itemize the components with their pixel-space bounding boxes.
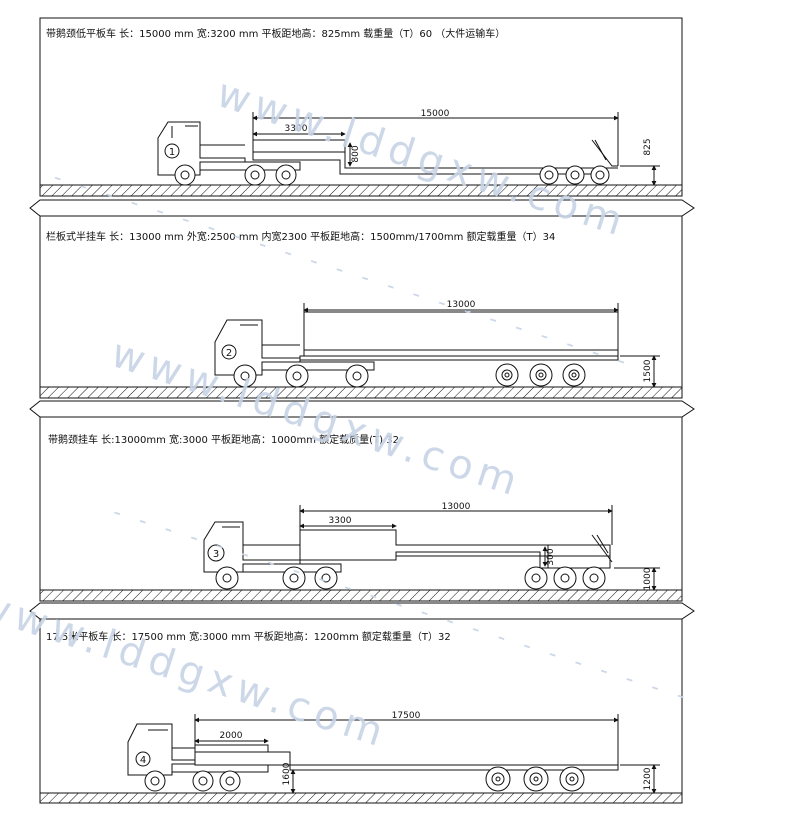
vehicle-number-badge (135, 751, 151, 767)
stake-trailer (299, 311, 619, 387)
panel-2: 栏板式半挂车 长：13000 mm 外宽:2500 mm 内宽2300 平板距地… (29, 215, 695, 418)
dim-neck-length: 2000 (220, 731, 243, 741)
ground-hatch (39, 386, 683, 399)
ground-hatch (39, 184, 683, 197)
vehicle-number: 4 (140, 755, 146, 766)
vehicle-number: 1 (169, 147, 175, 158)
gooseneck-trailer (299, 529, 613, 590)
tractor: 2 (214, 319, 375, 388)
vehicle-number-badge (164, 143, 180, 159)
tractor: 1 (157, 121, 301, 186)
dimensions: 17500 2000 1600 1200 (194, 711, 660, 794)
dim-deck-height: 825 (643, 138, 653, 155)
dim-total-length: 15000 (421, 109, 450, 119)
dim-deck-height: 1000 (643, 567, 653, 590)
ground-hatch (39, 792, 683, 804)
panel-1: 带鹅颈低平板车 长：15000 mm 宽:3200 mm 平板距地高：825mm… (29, 17, 695, 217)
tractor: 3 (203, 521, 342, 590)
dimensions: 13000 3300 300 1000 (299, 502, 660, 591)
panel-caption: 带鹅颈低平板车 长：15000 mm 宽:3200 mm 平板距地高：825mm… (46, 27, 505, 40)
dim-neck-length: 3300 (285, 124, 308, 134)
flatbed-trailer (194, 744, 619, 792)
dim-neck-length: 3300 (329, 516, 352, 526)
vehicle-number-badge (207, 544, 225, 562)
dim-total-length: 17500 (392, 711, 421, 721)
vehicle-number: 2 (226, 348, 232, 359)
dimensions: 13000 1500 (303, 300, 660, 388)
lowboy-trailer (252, 139, 618, 185)
watermark: www.lddgxw.com www.lddgxw.com www.lddgxw… (0, 70, 694, 757)
panel-caption: 栏板式半挂车 长：13000 mm 外宽:2500 mm 内宽2300 平板距地… (46, 230, 555, 243)
vehicle-number-badge (221, 344, 237, 360)
vehicle-number: 3 (213, 549, 219, 560)
dim-step-height: 300 (546, 548, 556, 565)
panel-caption: 17.5米平板车 长：17500 mm 宽:3000 mm 平板距地高：1200… (46, 630, 451, 643)
ground-hatch (39, 589, 683, 602)
dim-step-height: 1600 (282, 762, 292, 785)
panel-4: 17.5米平板车 长：17500 mm 宽:3000 mm 平板距地高：1200… (39, 618, 683, 804)
panel-caption: 带鹅颈挂车 长:13000mm 宽:3000 平板距地高：1000mm 额定载质… (48, 433, 399, 446)
dim-total-length: 13000 (447, 300, 476, 310)
dim-step-height: 800 (351, 145, 361, 162)
dim-deck-height: 1500 (643, 359, 653, 382)
dimensions: 15000 3300 800 825 (252, 109, 660, 186)
panel-3: 带鹅颈挂车 长:13000mm 宽:3000 平板距地高：1000mm 额定载质… (29, 416, 695, 620)
dim-total-length: 13000 (442, 502, 471, 512)
dim-deck-height: 1200 (643, 767, 653, 790)
